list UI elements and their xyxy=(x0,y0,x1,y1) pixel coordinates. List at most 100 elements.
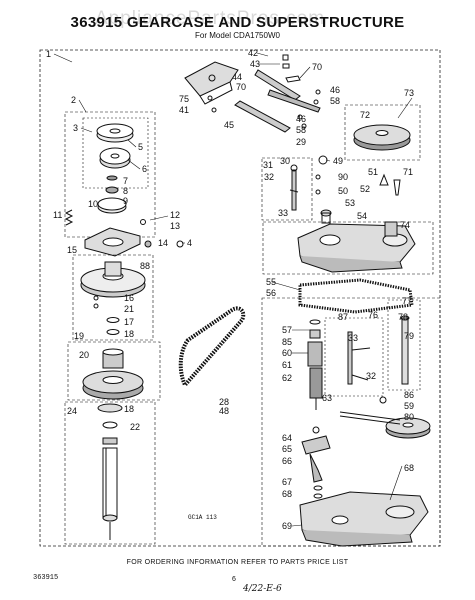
callout-86: 86 xyxy=(404,390,414,400)
callout-20: 20 xyxy=(79,350,89,360)
callout-79: 79 xyxy=(404,331,414,341)
group-box-3 xyxy=(82,117,149,189)
callout-73: 73 xyxy=(404,88,414,98)
leader-lines xyxy=(53,52,413,527)
group-box-gearcase-cover xyxy=(262,221,434,275)
callout-50: 50 xyxy=(338,186,348,196)
gearcase-cover xyxy=(297,221,416,273)
callout-51: 51 xyxy=(368,167,378,177)
callout-49: 49 xyxy=(333,156,343,166)
ordering-note: FOR ORDERING INFORMATION REFER TO PARTS … xyxy=(126,559,349,566)
callout-66: 66 xyxy=(282,456,292,466)
group-box-15 xyxy=(72,254,154,341)
callout-76: 76 xyxy=(368,310,378,320)
callout-78: 78 xyxy=(398,312,408,322)
callout-55: 55 xyxy=(266,277,276,287)
callout-15: 15 xyxy=(67,245,77,255)
callout-14: 14 xyxy=(158,238,168,248)
callout-67: 67 xyxy=(282,477,292,487)
callout-53: 53 xyxy=(345,198,355,208)
callout-44: 44 xyxy=(232,72,242,82)
callout-7: 7 xyxy=(123,176,128,186)
callout-41: 41 xyxy=(179,105,189,115)
callout-33: 33 xyxy=(278,208,288,218)
group-box-31 xyxy=(261,157,313,221)
callout-70: 70 xyxy=(312,62,322,72)
callout-46b: 46 xyxy=(296,114,306,124)
group-box-24 xyxy=(64,401,156,545)
callout-19: 19 xyxy=(74,331,84,341)
callout-72: 72 xyxy=(360,110,370,120)
gear-72 xyxy=(353,124,411,151)
callout-70b: 70 xyxy=(236,82,246,92)
callout-58b: 58 xyxy=(296,125,306,135)
callout-90: 90 xyxy=(338,172,348,182)
callout-59: 59 xyxy=(404,401,414,411)
callout-68b: 68 xyxy=(404,463,414,473)
callout-4: 4 xyxy=(187,238,192,248)
spin-pulley-assembly xyxy=(82,348,144,400)
callout-65: 65 xyxy=(282,444,292,454)
callout-8: 8 xyxy=(123,186,128,196)
pinion-gear-stack xyxy=(307,319,323,410)
gasket-55 xyxy=(298,278,414,314)
group-box-48 xyxy=(261,297,441,547)
model-subtitle: For Model CDA1750W0 xyxy=(195,31,280,40)
shift-fork-assembly xyxy=(301,426,331,499)
callout-31: 31 xyxy=(263,160,273,170)
document-code: 363915 xyxy=(33,574,59,582)
drive-pulley-assembly xyxy=(80,261,146,335)
callout-48: 48 xyxy=(219,406,229,416)
shift-shaft-31 xyxy=(289,164,299,211)
callout-5: 5 xyxy=(138,142,143,152)
callout-85: 85 xyxy=(282,337,292,347)
callout-30: 30 xyxy=(280,156,290,166)
callout-42: 42 xyxy=(248,48,258,58)
callout-80: 80 xyxy=(404,412,414,422)
callout-18: 18 xyxy=(124,329,134,339)
callout-21: 21 xyxy=(124,304,134,314)
callout-13: 13 xyxy=(170,221,180,231)
shifter-linkage xyxy=(347,315,410,385)
callout-77: 77 xyxy=(402,296,412,306)
callout-9: 9 xyxy=(123,196,128,206)
group-box-19 xyxy=(67,341,161,401)
callout-28: 28 xyxy=(219,397,229,407)
agitator-gear xyxy=(339,396,431,439)
callout-74: 74 xyxy=(400,220,410,230)
spin-tube-assembly xyxy=(97,403,123,540)
callout-numbers: 1 2 3 5 6 7 8 9 10 11 12 13 14 4 88 15 1… xyxy=(46,48,414,531)
group-box-72 xyxy=(344,104,421,161)
callout-61: 61 xyxy=(282,360,292,370)
callout-58: 58 xyxy=(330,96,340,106)
group-box-76 xyxy=(324,317,384,397)
handwritten-date: 4/22-E-6 xyxy=(243,584,282,594)
callout-52: 52 xyxy=(360,184,370,194)
callout-33b: 33 xyxy=(348,333,358,343)
callout-69: 69 xyxy=(282,521,292,531)
callout-88: 88 xyxy=(140,261,150,271)
callout-16: 16 xyxy=(124,293,134,303)
callout-43: 43 xyxy=(250,59,260,69)
callout-62: 62 xyxy=(282,373,292,383)
callout-57: 57 xyxy=(282,325,292,335)
callout-11: 11 xyxy=(53,210,62,220)
callout-56: 56 xyxy=(266,288,276,298)
callout-29: 29 xyxy=(296,137,306,147)
callout-71: 71 xyxy=(403,167,413,177)
callout-63: 63 xyxy=(322,393,332,403)
diagram-title: 363915 GEARCASE AND SUPERSTRUCTURE xyxy=(70,14,405,31)
shift-lever-assembly xyxy=(184,54,321,133)
page-number: 6 xyxy=(232,576,236,583)
callout-24: 24 xyxy=(67,406,77,416)
callout-64: 64 xyxy=(282,433,292,443)
drive-belt xyxy=(178,306,246,389)
callout-54: 54 xyxy=(357,211,367,221)
callout-45: 45 xyxy=(224,120,234,130)
gearcase-housing xyxy=(299,491,429,547)
callout-60: 60 xyxy=(282,348,292,358)
callout-75: 75 xyxy=(179,94,189,104)
callout-2: 2 xyxy=(71,95,76,105)
callout-87: 87 xyxy=(338,312,348,322)
